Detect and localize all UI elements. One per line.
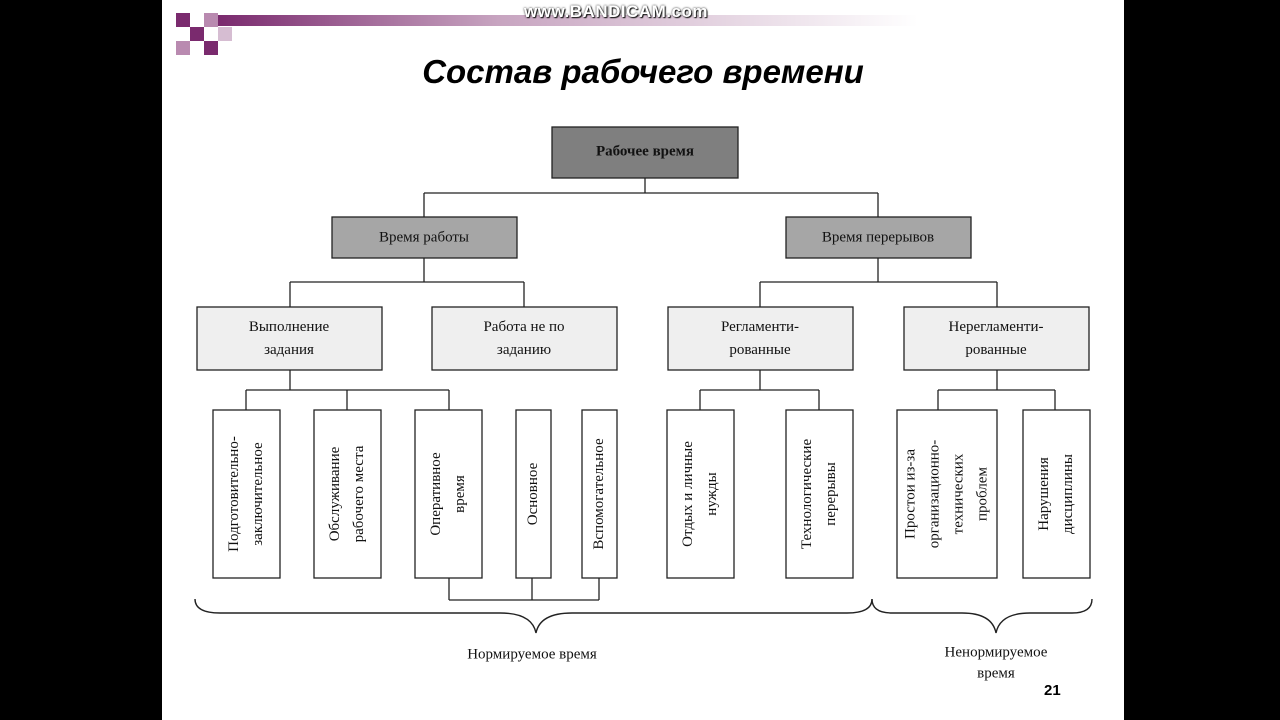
level3-box bbox=[431, 306, 618, 371]
decor-gradient-bar bbox=[218, 15, 918, 26]
root-label: Рабочее время bbox=[596, 143, 694, 159]
leaf-label: заключительное bbox=[250, 442, 266, 546]
leaf-label: организационно- bbox=[926, 440, 942, 549]
decor-square bbox=[204, 41, 218, 55]
decor-square bbox=[204, 13, 218, 27]
brace bbox=[871, 598, 1093, 634]
leaf-box bbox=[515, 409, 552, 579]
level3-box bbox=[196, 306, 383, 371]
leaf-box bbox=[313, 409, 382, 579]
level3-label: рованные bbox=[965, 342, 1027, 358]
level2-box bbox=[331, 216, 518, 259]
level2-label: Время работы bbox=[379, 229, 469, 245]
leaf-box bbox=[666, 409, 735, 579]
leaf-label: дисциплины bbox=[1060, 454, 1076, 534]
level3-label: Нерегламенти- bbox=[949, 319, 1044, 335]
watermark: www.BANDICAM.com bbox=[524, 2, 708, 21]
decor-square bbox=[176, 41, 190, 55]
leaf-label: Подготовительно- bbox=[226, 436, 242, 552]
leaf-label: нужды bbox=[704, 472, 720, 515]
leaf-label: Отдых и личные bbox=[680, 441, 696, 547]
leaf-label: Нарушения bbox=[1036, 457, 1052, 531]
root-box bbox=[551, 126, 739, 179]
leaf-label: проблем bbox=[974, 467, 990, 521]
brace-label: Ненормируемое bbox=[945, 644, 1048, 660]
leaf-box bbox=[785, 409, 854, 579]
leaf-label: перерывы bbox=[823, 462, 839, 526]
level3-box bbox=[903, 306, 1090, 371]
leaf-label: время bbox=[452, 475, 468, 513]
leaf-box bbox=[896, 409, 998, 579]
leaf-box bbox=[212, 409, 281, 579]
leaf-label: Технологические bbox=[799, 439, 815, 550]
slide: www.BANDICAM.com Состав рабочего времени… bbox=[162, 0, 1124, 720]
page-number: 21 bbox=[1044, 682, 1061, 699]
decor-square bbox=[190, 27, 204, 41]
level3-label: рованные bbox=[729, 342, 791, 358]
decor-square bbox=[218, 27, 232, 41]
leaf-label: Основное bbox=[525, 462, 541, 525]
level3-label: Регламенти- bbox=[721, 319, 799, 335]
leaf-box bbox=[1022, 409, 1091, 579]
brace bbox=[194, 598, 873, 634]
leaf-label: Простои из-за bbox=[902, 449, 918, 539]
brace-label: Нормируемое время bbox=[467, 646, 597, 662]
leaf-label: Оперативное bbox=[428, 452, 444, 536]
brace-label: время bbox=[977, 665, 1015, 681]
level3-label: заданию bbox=[497, 342, 551, 358]
leaf-label: рабочего места bbox=[351, 445, 367, 542]
leaf-label: технических bbox=[950, 453, 966, 534]
level3-label: Работа не по bbox=[483, 319, 564, 335]
slide-title: Состав рабочего времени bbox=[422, 53, 864, 90]
level2-label: Время перерывов bbox=[822, 229, 934, 245]
leaf-box bbox=[414, 409, 483, 579]
level3-label: задания bbox=[264, 342, 314, 358]
leaf-label: Вспомогательное bbox=[591, 438, 607, 550]
level3-box bbox=[667, 306, 854, 371]
leaf-box bbox=[581, 409, 618, 579]
level3-label: Выполнение bbox=[249, 319, 330, 335]
level2-box bbox=[785, 216, 972, 259]
decor-square bbox=[176, 13, 190, 27]
leaf-label: Обслуживание bbox=[327, 446, 343, 541]
